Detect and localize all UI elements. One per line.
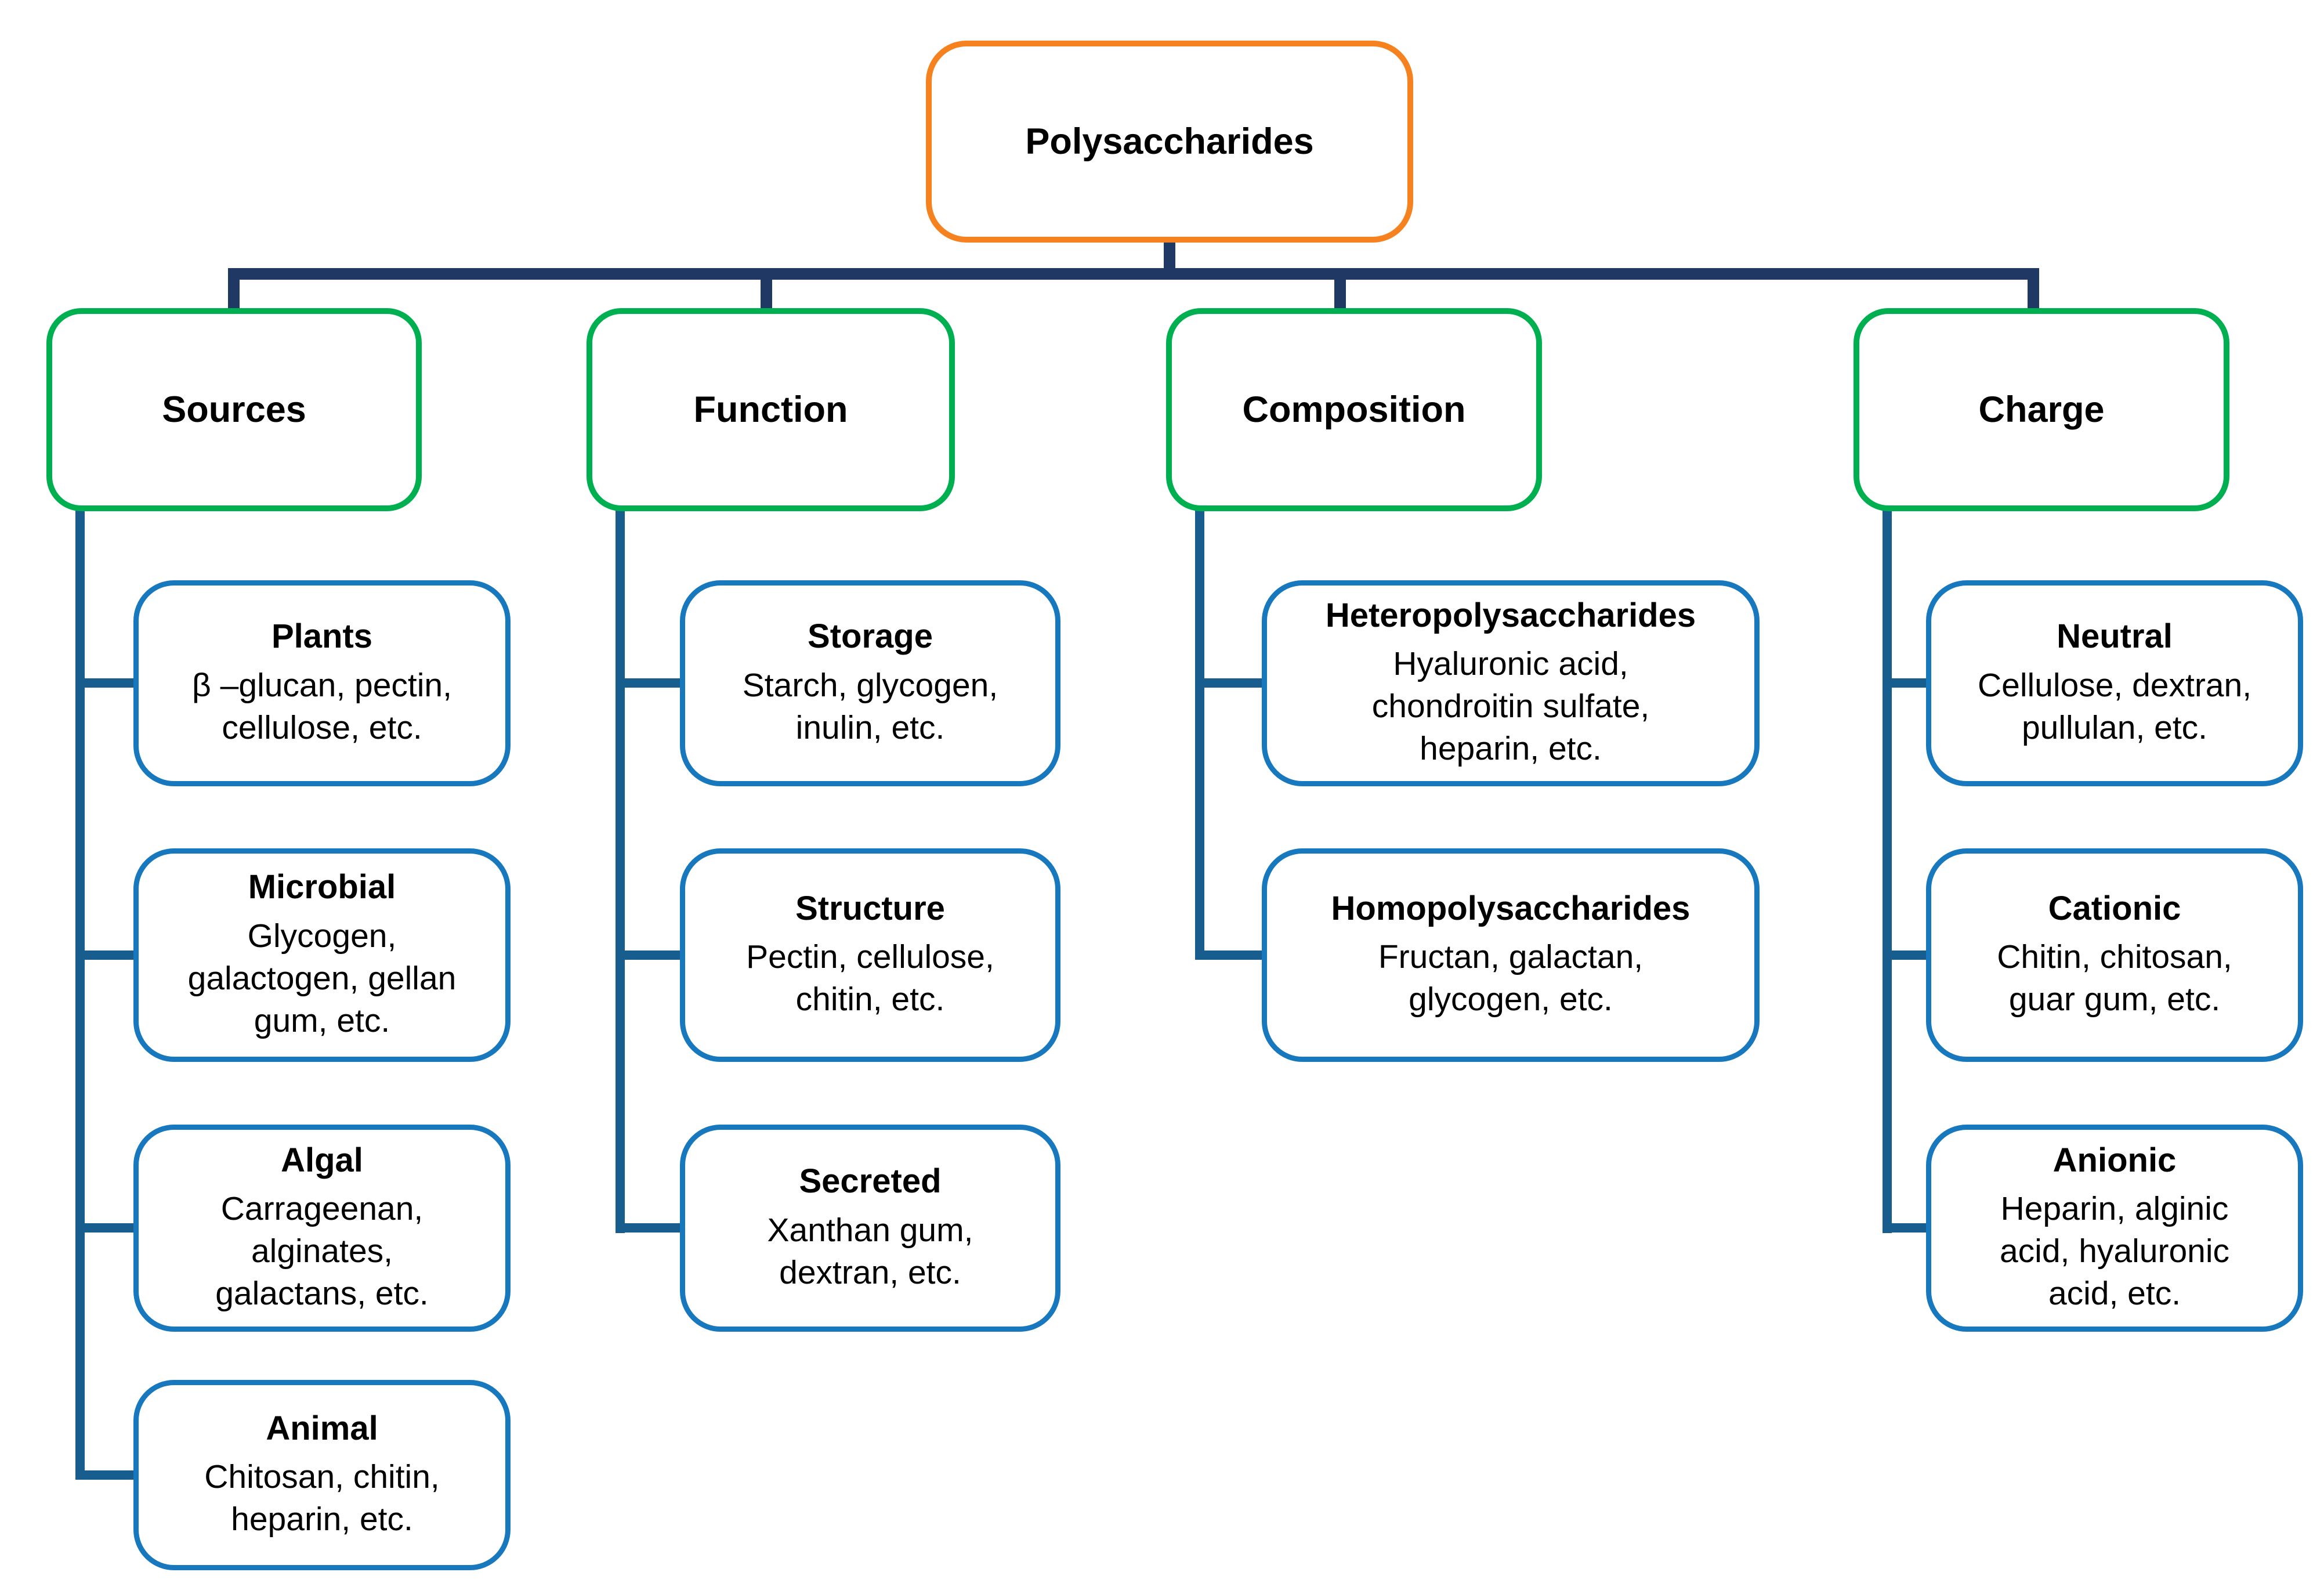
- item-desc-plants: β –glucan, pectin, cellulose, etc.: [192, 666, 452, 746]
- connector-drop-sources: [228, 268, 240, 310]
- item-desc-animal: Chitosan, chitin, heparin, etc.: [204, 1458, 440, 1538]
- category-label-function: Function: [693, 389, 848, 430]
- item-title-heteropolysaccharides: Heteropolysaccharides: [1325, 596, 1696, 634]
- category-label-sources: Sources: [162, 389, 306, 430]
- connector-trunk-composition: [1195, 510, 1204, 960]
- item-title-structure: Structure: [795, 889, 945, 927]
- item-title-algal: Algal: [281, 1141, 363, 1179]
- connector-drop-charge: [2028, 268, 2039, 310]
- item-desc-anionic: Heparin, alginic acid, hyaluronic acid, …: [1999, 1190, 2230, 1313]
- category-label-charge: Charge: [1978, 389, 2105, 430]
- item-box-neutral: Neutral Cellulose, dextran, pullulan, et…: [1926, 580, 2303, 786]
- item-desc-cationic: Chitin, chitosan, guar gum, etc.: [1997, 938, 2232, 1018]
- connector-stub-plants: [75, 678, 133, 688]
- category-box-composition: Composition: [1166, 308, 1542, 511]
- connector-drop-function: [761, 268, 772, 310]
- item-desc-heteropolysaccharides: Hyaluronic acid, chondroitin sulfate, he…: [1371, 645, 1650, 768]
- connector-stub-cationic: [1883, 950, 1926, 960]
- item-desc-neutral: Cellulose, dextran, pullulan, etc.: [1977, 666, 2252, 746]
- category-box-function: Function: [587, 308, 955, 511]
- item-desc-structure: Pectin, cellulose, chitin, etc.: [746, 938, 994, 1018]
- item-box-homopolysaccharides: Homopolysaccharides Fructan, galactan, g…: [1262, 848, 1760, 1062]
- item-box-storage: Storage Starch, glycogen, inulin, etc.: [680, 580, 1060, 786]
- connector-stub-anionic: [1883, 1223, 1926, 1233]
- item-title-secreted: Secreted: [799, 1162, 942, 1201]
- item-box-structure: Structure Pectin, cellulose, chitin, etc…: [680, 848, 1060, 1062]
- item-title-plants: Plants: [271, 617, 373, 656]
- connector-stub-secreted: [616, 1223, 680, 1233]
- item-desc-homopolysaccharides: Fructan, galactan, glycogen, etc.: [1378, 938, 1644, 1018]
- item-box-algal: Algal Carrageenan, alginates, galactans,…: [133, 1125, 511, 1332]
- item-title-anionic: Anionic: [2052, 1141, 2177, 1179]
- item-box-heteropolysaccharides: Heteropolysaccharides Hyaluronic acid, c…: [1262, 580, 1760, 786]
- connector-stub-neutral: [1883, 678, 1926, 688]
- connector-stub-storage: [616, 678, 680, 688]
- item-title-storage: Storage: [808, 617, 933, 656]
- connector-stub-structure: [616, 950, 680, 960]
- connector-stub-animal: [75, 1470, 133, 1480]
- connector-root-stub: [1164, 241, 1175, 271]
- item-box-microbial: Microbial Glycogen, galactogen, gellan g…: [133, 848, 511, 1062]
- item-box-anionic: Anionic Heparin, alginic acid, hyaluroni…: [1926, 1125, 2303, 1332]
- item-title-homopolysaccharides: Homopolysaccharides: [1331, 889, 1690, 927]
- connector-stub-heteropolysaccharides: [1195, 678, 1262, 688]
- connector-drop-composition: [1334, 268, 1346, 310]
- item-box-animal: Animal Chitosan, chitin, heparin, etc.: [133, 1380, 511, 1570]
- connector-stub-homopolysaccharides: [1195, 950, 1262, 960]
- category-box-charge: Charge: [1854, 308, 2229, 511]
- item-box-secreted: Secreted Xanthan gum, dextran, etc.: [680, 1125, 1060, 1332]
- category-label-composition: Composition: [1242, 389, 1466, 430]
- item-desc-algal: Carrageenan, alginates, galactans, etc.: [215, 1190, 429, 1313]
- item-desc-storage: Starch, glycogen, inulin, etc.: [742, 666, 998, 746]
- item-title-microbial: Microbial: [248, 868, 396, 906]
- connector-stub-microbial: [75, 950, 133, 960]
- root-label: Polysaccharides: [1025, 121, 1314, 162]
- category-box-sources: Sources: [46, 308, 422, 511]
- item-desc-microbial: Glycogen, galactogen, gellan gum, etc.: [187, 917, 457, 1039]
- item-title-neutral: Neutral: [2057, 617, 2173, 656]
- connector-trunk-function: [616, 510, 625, 1233]
- item-box-plants: Plants β –glucan, pectin, cellulose, etc…: [133, 580, 511, 786]
- item-title-animal: Animal: [266, 1409, 378, 1447]
- connector-trunk-sources: [75, 510, 85, 1480]
- item-desc-secreted: Xanthan gum, dextran, etc.: [767, 1211, 973, 1291]
- connector-trunk-charge: [1883, 510, 1892, 1233]
- connector-top-horizontal: [228, 268, 2039, 280]
- item-title-cationic: Cationic: [2048, 889, 2181, 927]
- item-box-cationic: Cationic Chitin, chitosan, guar gum, etc…: [1926, 848, 2303, 1062]
- root-box-polysaccharides: Polysaccharides: [926, 41, 1413, 243]
- connector-stub-algal: [75, 1223, 133, 1233]
